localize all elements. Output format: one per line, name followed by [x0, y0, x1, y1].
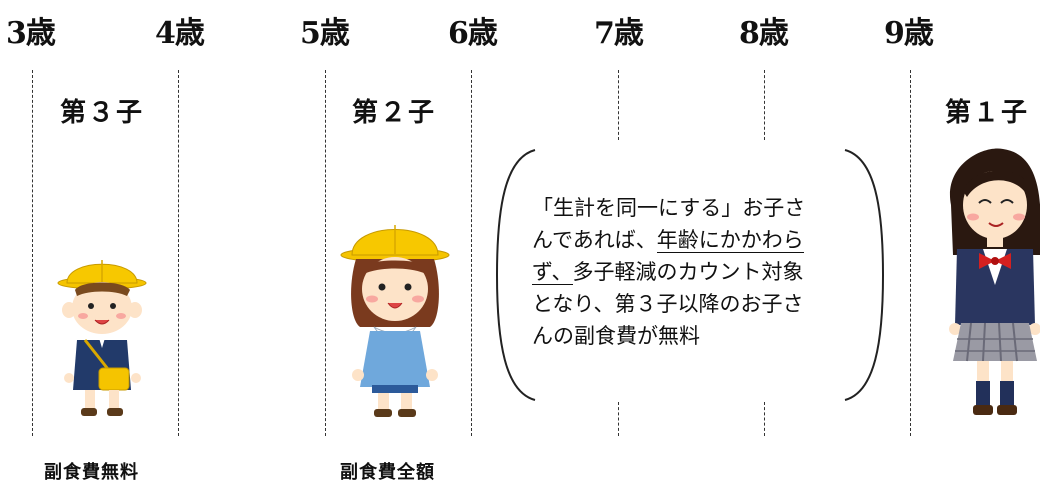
age-5: 5歳 [300, 16, 350, 51]
age-9: 9歳 [884, 16, 934, 51]
note-bubble [495, 148, 885, 402]
age-7: 7歳 [594, 16, 644, 51]
divider-age-8 [764, 70, 765, 140]
divider-age-9 [910, 70, 911, 436]
divider-age-8-lower [764, 402, 765, 436]
age-8: 8歳 [739, 16, 789, 51]
first-child-label: 第１子 [945, 98, 1030, 128]
meal-full-label: 副食費全額 [340, 462, 435, 483]
bubble-brackets [495, 149, 885, 401]
note-line-1: 「生計を同一にする」お子さ [532, 196, 806, 220]
note-line-4: となり、第３子以降のお子さ [532, 292, 804, 316]
third-child-label: 第３子 [60, 98, 145, 128]
note-line-2: んであれば、年齢にかかわら [532, 228, 804, 253]
note-underline-age: 年齢にかかわら [656, 228, 804, 253]
age-4: 4歳 [155, 16, 205, 51]
divider-age-7-lower [618, 402, 619, 436]
note-text: 「生計を同一にする」お子さ んであれば、年齢にかかわら ず、多子軽減のカウント対… [532, 192, 862, 352]
divider-age-3 [32, 70, 33, 436]
kindergarten-boy-icon [57, 260, 147, 416]
schoolgirl-icon [949, 148, 1040, 415]
note-underline-zu: ず、 [532, 260, 573, 285]
divider-age-7 [618, 70, 619, 140]
kindergarten-girl-icon [340, 225, 450, 417]
divider-age-4 [178, 70, 179, 436]
note-line-5: んの副食費が無料 [532, 324, 700, 348]
age-3: 3歳 [6, 16, 56, 51]
divider-age-6 [471, 70, 472, 436]
age-6: 6歳 [448, 16, 498, 51]
divider-age-5 [325, 70, 326, 436]
meal-free-label: 副食費無料 [44, 462, 139, 483]
second-child-label: 第２子 [352, 98, 437, 128]
note-line-3: ず、多子軽減のカウント対象 [532, 260, 804, 285]
